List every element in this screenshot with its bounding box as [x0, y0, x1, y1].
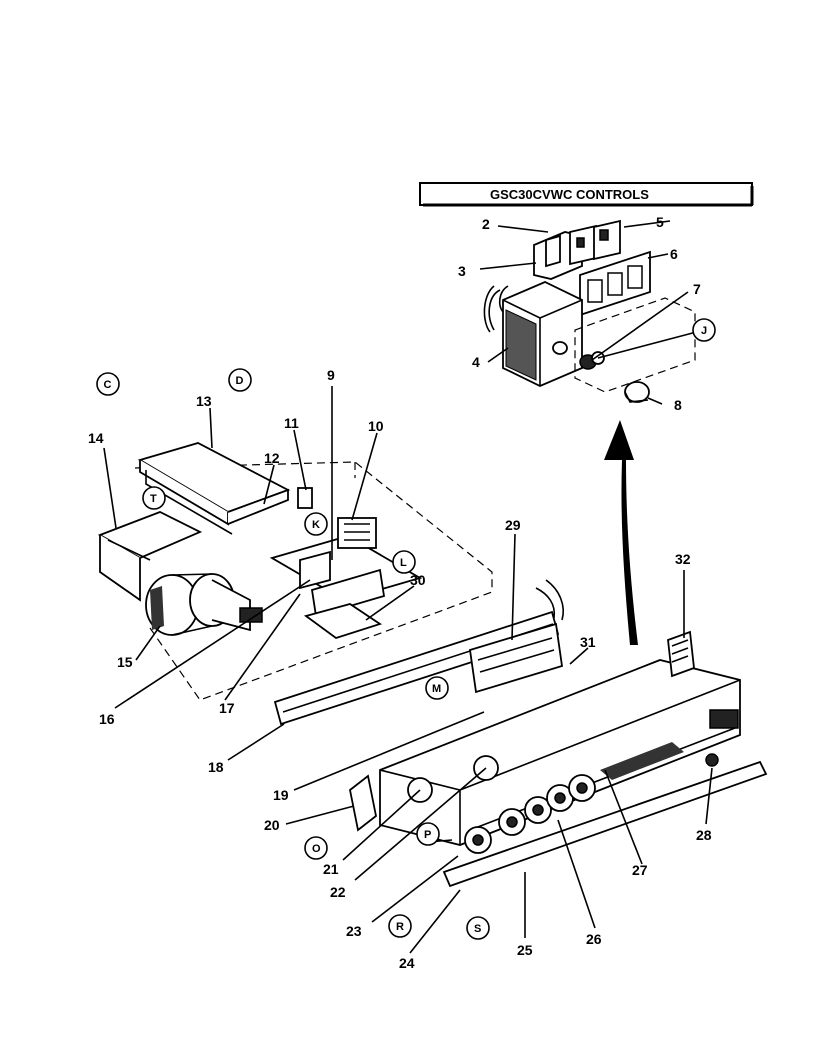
circle-ref-C: C [96, 372, 120, 396]
callout-13: 13 [196, 393, 212, 409]
callout-25: 25 [517, 942, 533, 958]
callout-15: 15 [117, 654, 133, 670]
callout-16: 16 [99, 711, 115, 727]
circle-ref-K: K [304, 512, 328, 536]
clock-timer [468, 622, 564, 694]
callout-30: 30 [410, 572, 426, 588]
svg-text:O: O [312, 843, 321, 855]
circle-ref-M: M [425, 676, 449, 700]
callout-23: 23 [346, 923, 362, 939]
svg-text:K: K [312, 519, 320, 531]
switch-bezel [579, 250, 651, 317]
callout-24: 24 [399, 955, 415, 971]
circle-ref-S: S [466, 916, 490, 940]
control-panel [379, 659, 741, 846]
lower-trim [442, 760, 768, 888]
callout-7: 7 [693, 281, 701, 297]
svg-text:T: T [150, 493, 157, 505]
callout-31: 31 [580, 634, 596, 650]
circle-ref-P: P [416, 822, 440, 846]
callout-11: 11 [284, 415, 299, 431]
callout-18: 18 [208, 759, 224, 775]
circle-ref-L: L [392, 550, 416, 574]
callout-29: 29 [505, 517, 521, 533]
svg-text:P: P [424, 829, 431, 841]
callout-22: 22 [330, 884, 346, 900]
callout-21: 21 [323, 861, 339, 877]
callout-32: 32 [675, 551, 691, 567]
svg-text:M: M [432, 683, 441, 695]
part-callouts: 2 3 4 5 6 7 8 9 10 11 12 13 14 15 16 17 … [88, 214, 712, 971]
callout-19: 19 [273, 787, 289, 803]
callout-27: 27 [632, 862, 648, 878]
callout-5: 5 [656, 214, 664, 230]
up-arrow-icon [604, 420, 638, 645]
inset-title: GSC30CVWC CONTROLS [490, 187, 649, 202]
circle-ref-T: T [142, 486, 166, 510]
svg-text:C: C [104, 379, 112, 391]
callout-2: 2 [482, 216, 490, 232]
callout-26: 26 [586, 931, 602, 947]
svg-text:L: L [400, 557, 407, 569]
svg-text:S: S [474, 923, 481, 935]
circle-ref-D: D [228, 368, 252, 392]
svg-text:J: J [701, 325, 707, 337]
main-assembly: C D T K L J M O P R S [96, 318, 768, 954]
callout-4: 4 [472, 354, 480, 370]
burner-knobs [464, 774, 596, 854]
callout-3: 3 [458, 263, 466, 279]
callout-17: 17 [219, 700, 235, 716]
callout-8: 8 [674, 397, 682, 413]
callout-6: 6 [670, 246, 678, 262]
controls-inset: GSC30CVWC CONTROLS [419, 182, 754, 405]
callout-20: 20 [264, 817, 280, 833]
svg-text:R: R [396, 921, 404, 933]
callout-9: 9 [327, 367, 335, 383]
callout-28: 28 [696, 827, 712, 843]
callout-14: 14 [88, 430, 104, 446]
callout-12: 12 [264, 450, 280, 466]
svg-text:D: D [236, 375, 244, 387]
circle-ref-R: R [388, 914, 412, 938]
rocker-switches [533, 219, 621, 280]
callout-10: 10 [368, 418, 384, 434]
control-box [483, 281, 583, 387]
circle-ref-J: J [692, 318, 716, 342]
circle-ref-O: O [304, 836, 328, 860]
